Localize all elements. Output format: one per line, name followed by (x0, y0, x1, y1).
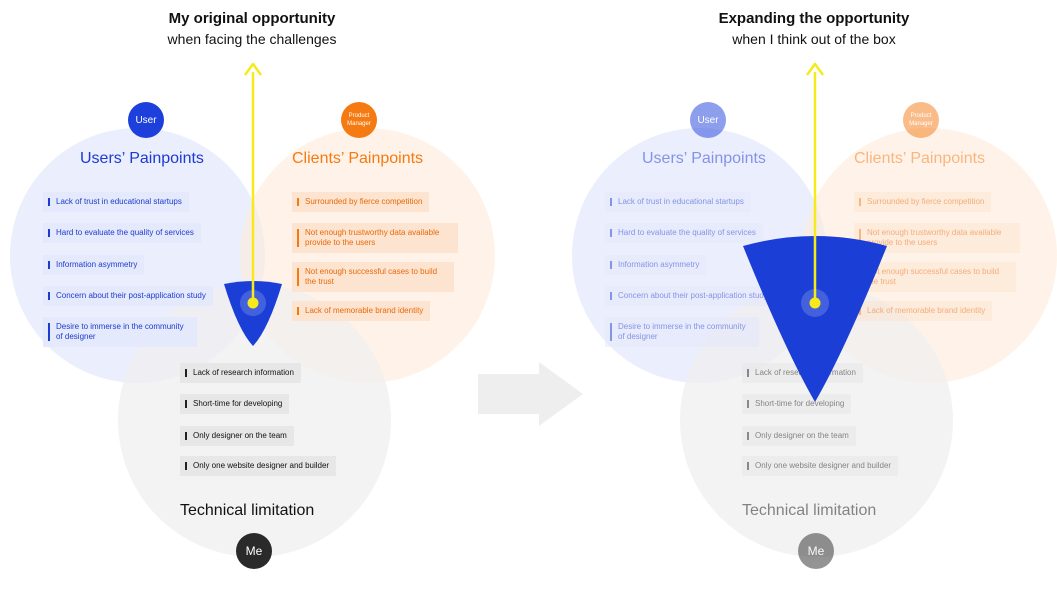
tech-limitation-item: Only one website designer and builder (180, 456, 337, 476)
opportunity-wedge (224, 281, 282, 346)
client-painpoint-item: Lack of memorable brand identity (292, 301, 431, 321)
user-painpoint-item: Information asymmetry (605, 255, 707, 275)
client-painpoint-item: Not enough successful cases to build the… (292, 262, 454, 292)
expanded-opportunity-panel: Expanding the opportunity when I think o… (562, 0, 1057, 598)
user-painpoint-item: Hard to evaluate the quality of services (605, 223, 763, 243)
expanded-opportunity-overlay (743, 62, 887, 402)
opportunity-point (247, 297, 259, 309)
panel-title: Expanding the opportunity (718, 10, 910, 27)
opportunity-point (809, 297, 821, 309)
technical-limitation-heading: Technical limitation (742, 502, 877, 519)
product-manager-badge: Product Manager (903, 102, 939, 138)
panel-title: My original opportunity (168, 10, 336, 27)
user-painpoint-item: Lack of trust in educational startups (43, 192, 189, 212)
client-painpoint-item: Surrounded by fierce competition (854, 192, 992, 212)
user-painpoint-item: Desire to immerse in the community of de… (43, 317, 197, 347)
original-opportunity-panel: My original opportunity when facing the … (0, 0, 528, 598)
users-painpoints-heading: Users’ Painpoints (80, 150, 204, 167)
client-painpoint-item: Not enough trustworthy data available pr… (292, 223, 458, 253)
opportunity-arrow-head (805, 62, 825, 76)
client-painpoint-item: Lack of memorable brand identity (854, 301, 993, 321)
user-painpoint-item: Hard to evaluate the quality of services (43, 223, 201, 243)
tech-limitation-item: Lack of research information (180, 363, 301, 383)
me-badge: Me (236, 533, 272, 569)
tech-limitation-item: Short-time for developing (742, 394, 852, 414)
user-badge: User (690, 102, 726, 138)
user-painpoint-item: Information asymmetry (43, 255, 145, 275)
product-manager-badge: Product Manager (341, 102, 377, 138)
client-painpoint-item: Surrounded by fierce competition (292, 192, 430, 212)
me-badge: Me (798, 533, 834, 569)
panel-subtitle: when I think out of the box (732, 31, 896, 47)
tech-limitation-item: Short-time for developing (180, 394, 290, 414)
clients-painpoints-heading: Clients’ Painpoints (854, 150, 986, 167)
opportunity-arrow-head (243, 62, 263, 76)
tech-limitation-item: Only designer on the team (180, 426, 294, 446)
tech-limitation-item: Only one website designer and builder (742, 456, 899, 476)
clients-painpoints-heading: Clients’ Painpoints (292, 150, 424, 167)
user-painpoint-item: Concern about their post-application stu… (43, 286, 213, 306)
expanded-opportunity-wedge (743, 236, 887, 402)
panel-subtitle: when facing the challenges (167, 31, 337, 47)
transition-arrow-icon (478, 362, 583, 426)
user-painpoint-item: Concern about their post-application stu… (605, 286, 775, 306)
opportunity-overlay (224, 62, 282, 346)
user-painpoint-item: Lack of trust in educational startups (605, 192, 751, 212)
tech-limitation-item: Only designer on the team (742, 426, 856, 446)
user-painpoint-item: Desire to immerse in the community of de… (605, 317, 759, 347)
technical-limitation-heading: Technical limitation (180, 502, 315, 519)
user-badge: User (128, 102, 164, 138)
users-painpoints-heading: Users’ Painpoints (642, 150, 766, 167)
